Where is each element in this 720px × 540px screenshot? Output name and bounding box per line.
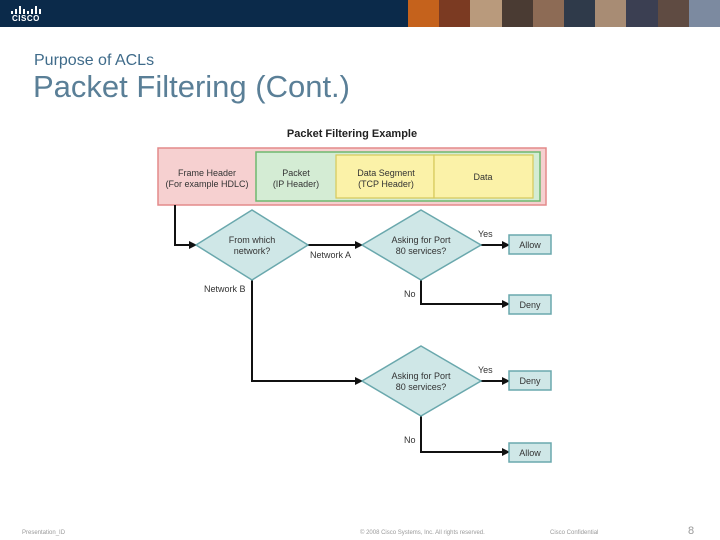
frame-header-label: Frame Header — [178, 168, 236, 178]
port-decision-b-label: Asking for Port — [391, 371, 451, 381]
network-decision-label: From which — [229, 235, 276, 245]
outcome-b-no-label: Allow — [519, 448, 541, 458]
outcome-a-yes-label: Allow — [519, 240, 541, 250]
slide-page-number: 8 — [688, 525, 695, 537]
header-photo — [408, 0, 440, 27]
data-segment-box — [335, 154, 435, 199]
network-decision-diamond — [194, 209, 310, 281]
port-decision-diamond-a — [360, 209, 483, 281]
cisco-logo-text: CISCO — [12, 14, 40, 23]
connector-network-b — [251, 280, 363, 385]
header-photo — [439, 0, 471, 27]
header-photo-strip — [408, 0, 720, 27]
outcome-b-yes-label: Deny — [519, 376, 541, 386]
data-box — [433, 154, 534, 199]
frame-header-example: (For example HDLC) — [165, 179, 248, 189]
header-photo — [470, 0, 502, 27]
packet-filtering-diagram: Packet Filtering Example Frame Header (F… — [157, 128, 552, 463]
port-decision-diamond-b — [360, 345, 483, 417]
footer-confidential: Cisco Confidential — [550, 530, 599, 536]
port-decision-a-label: Asking for Port — [391, 235, 451, 245]
data-segment-sublabel: (TCP Header) — [358, 179, 414, 189]
top-header-bar: CISCO — [0, 0, 720, 27]
outcome-a-no-label: Deny — [519, 300, 541, 310]
connector-to-network-decision — [174, 205, 197, 249]
no-a-label: No — [404, 289, 416, 299]
packet-label: Packet — [282, 168, 310, 178]
outcome-a-yes-box — [508, 234, 552, 255]
cisco-logo-bars-icon — [11, 5, 41, 14]
data-label: Data — [473, 172, 492, 182]
no-b-label: No — [404, 435, 416, 445]
footer-presentation-id: Presentation_ID — [22, 530, 66, 536]
footer-copyright: © 2008 Cisco Systems, Inc. All rights re… — [360, 530, 485, 536]
outcome-a-no-box — [508, 294, 552, 315]
network-a-label: Network A — [310, 250, 351, 260]
port-decision-b-label: 80 services? — [396, 382, 447, 392]
diagram-title: Packet Filtering Example — [287, 128, 417, 140]
network-decision-label: network? — [234, 246, 271, 256]
port-decision-a-label: 80 services? — [396, 246, 447, 256]
header-photo — [626, 0, 658, 27]
header-photo — [595, 0, 627, 27]
header-photo — [688, 0, 720, 27]
connector-a-no — [420, 280, 510, 308]
header-photo — [501, 0, 533, 27]
slide-subtitle: Purpose of ACLs — [34, 52, 155, 69]
header-photo — [657, 0, 689, 27]
network-b-label: Network B — [204, 284, 246, 294]
header-photo — [564, 0, 596, 27]
slide-title: Packet Filtering (Cont.) — [33, 69, 350, 104]
outcome-b-no-box — [508, 442, 552, 463]
outcome-b-yes-box — [508, 370, 552, 391]
cisco-logo: CISCO — [8, 3, 44, 24]
header-photo — [532, 0, 565, 27]
yes-b-label: Yes — [478, 365, 493, 375]
yes-a-label: Yes — [478, 229, 493, 239]
connector-b-no — [420, 416, 510, 456]
packet-sublabel: (IP Header) — [273, 179, 319, 189]
data-segment-label: Data Segment — [357, 168, 415, 178]
